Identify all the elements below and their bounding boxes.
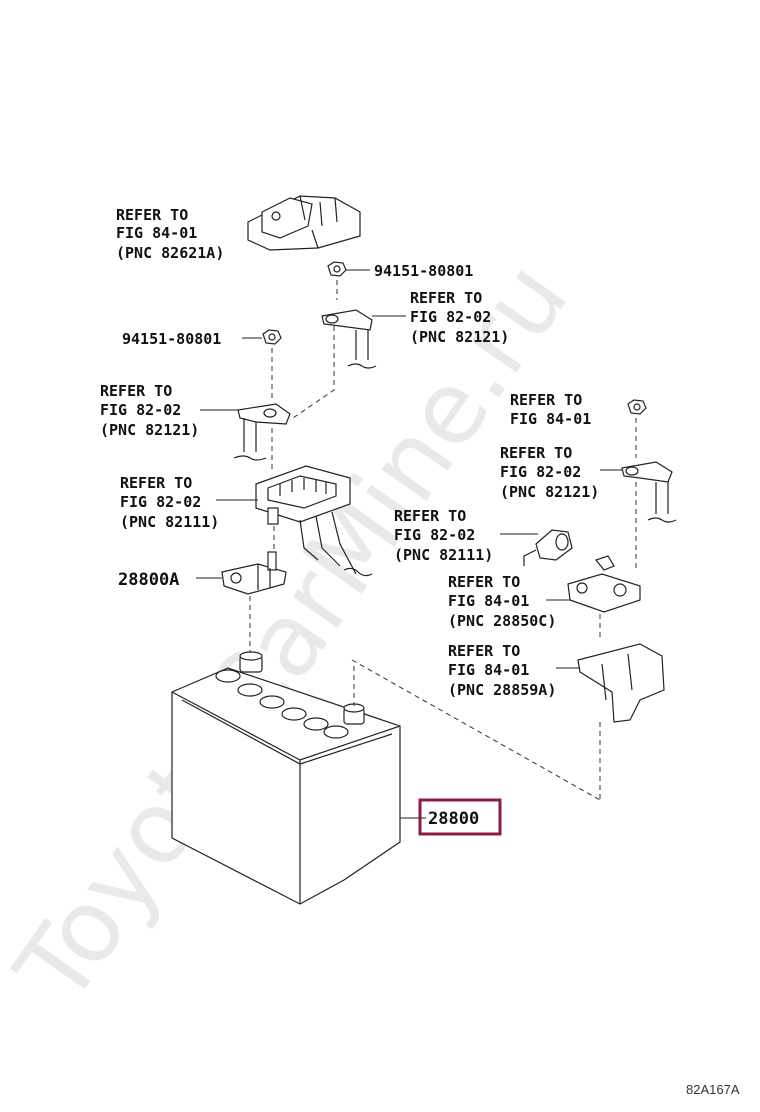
svg-text:REFER TO: REFER TO: [120, 474, 192, 492]
nut-b-part: [262, 329, 282, 345]
negative-clamp-part: [567, 555, 641, 613]
cable-connector-part: [523, 529, 573, 566]
svg-text:(PNC 82121): (PNC 82121): [410, 328, 509, 346]
svg-text:REFER TO: REFER TO: [394, 507, 466, 525]
fuse-block-part: [255, 465, 373, 577]
terminal-clamp-28800a-part: [221, 551, 287, 595]
svg-text:FIG 82-02: FIG 82-02: [100, 401, 181, 419]
callout-bracket: REFER TO FIG 84-01 (PNC 28859A): [448, 642, 556, 699]
svg-text:FIG 84-01: FIG 84-01: [510, 410, 591, 428]
nut-right-part: [627, 399, 647, 415]
svg-text:REFER TO: REFER TO: [448, 642, 520, 660]
callout-terminal-clamp: 28800A: [118, 570, 179, 590]
bracket-part: [577, 643, 665, 723]
callout-negative-clamp: REFER TO FIG 84-01 (PNC 28850C): [448, 573, 556, 630]
callout-wire-terminal-a: REFER TO FIG 82-02 (PNC 82121): [410, 289, 509, 346]
svg-text:REFER TO: REFER TO: [100, 382, 172, 400]
svg-text:REFER TO: REFER TO: [500, 444, 572, 462]
svg-text:FIG 82-02: FIG 82-02: [410, 308, 491, 326]
wire-terminal-b-part: [233, 403, 291, 461]
watermark: ToyotaCarMine.ru: [0, 241, 591, 1025]
svg-text:(PNC 82111): (PNC 82111): [394, 546, 493, 564]
svg-text:REFER TO: REFER TO: [510, 391, 582, 409]
battery-highlight-box: [418, 798, 502, 836]
svg-text:FIG 82-02: FIG 82-02: [394, 526, 475, 544]
svg-text:REFER TO: REFER TO: [116, 206, 188, 224]
wire-terminal-c-part: [621, 461, 677, 523]
callout-battery[interactable]: 28800: [428, 809, 479, 829]
svg-text:FIG 84-01: FIG 84-01: [116, 224, 197, 242]
svg-text:REFER TO: REFER TO: [448, 573, 520, 591]
callout-nut-right: REFER TO FIG 84-01: [510, 391, 591, 428]
callout-cable-connector: REFER TO FIG 82-02 (PNC 82111): [394, 507, 493, 564]
nut-a-part: [327, 261, 347, 277]
svg-text:(PNC 28859A): (PNC 28859A): [448, 681, 556, 699]
connector-top-part: [247, 195, 361, 251]
svg-text:FIG 84-01: FIG 84-01: [448, 661, 529, 679]
svg-text:(PNC 82121): (PNC 82121): [100, 421, 199, 439]
svg-text:(PNC 82621A): (PNC 82621A): [116, 244, 224, 262]
callout-wire-terminal-c: REFER TO FIG 82-02 (PNC 82121): [500, 444, 599, 501]
svg-text:(PNC 82121): (PNC 82121): [500, 483, 599, 501]
figure-code: 82A167A: [686, 1082, 740, 1097]
callout-fuse-block: REFER TO FIG 82-02 (PNC 82111): [120, 474, 219, 531]
callout-wire-terminal-b: REFER TO FIG 82-02 (PNC 82121): [100, 382, 199, 439]
svg-text:REFER TO: REFER TO: [410, 289, 482, 307]
callout-nut-a: 94151-80801: [374, 262, 473, 280]
svg-text:(PNC 28850C): (PNC 28850C): [448, 612, 556, 630]
svg-text:FIG 84-01: FIG 84-01: [448, 592, 529, 610]
callout-connector-top: REFER TO FIG 84-01 (PNC 82621A): [116, 206, 224, 262]
svg-text:FIG 82-02: FIG 82-02: [500, 463, 581, 481]
svg-text:FIG 82-02: FIG 82-02: [120, 493, 201, 511]
battery-part: [171, 651, 401, 905]
svg-text:(PNC 82111): (PNC 82111): [120, 513, 219, 531]
wire-terminal-a-part: [321, 309, 377, 369]
callout-nut-b: 94151-80801: [122, 330, 221, 348]
